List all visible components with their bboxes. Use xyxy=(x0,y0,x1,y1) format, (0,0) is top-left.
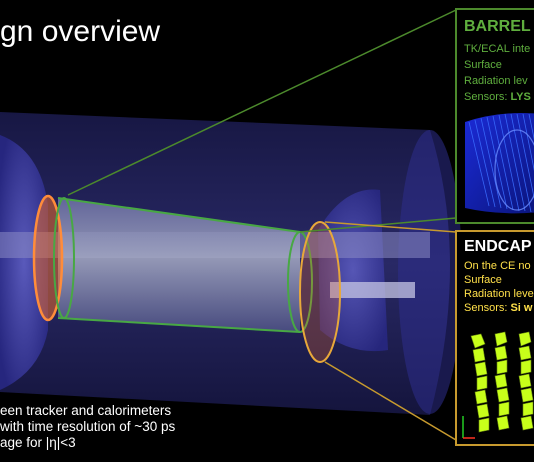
right-endcap-disc xyxy=(300,222,340,362)
endcap-heading: ENDCAP xyxy=(464,238,532,255)
beam-pipe-right xyxy=(330,282,415,298)
barrel-sensors: Sensors: LYS xyxy=(464,91,531,104)
barrel-line-1: TK/ECAL inte xyxy=(464,43,531,55)
endcap-sensors-value: Si w xyxy=(510,302,533,314)
barrel-cylinder xyxy=(58,198,300,332)
endcap-callout-bottom xyxy=(324,361,457,441)
barrel-panel: BARREL TK/ECAL inte Surface Radiation le… xyxy=(455,8,534,224)
endcap-line-2: Surface xyxy=(464,274,502,286)
endcap-panel: ENDCAP On the CE no Surface Radiation le… xyxy=(455,230,534,446)
barrel-sensors-value: LYS xyxy=(510,91,531,103)
barrel-line-2: Surface xyxy=(464,59,502,71)
right-endcap-rim xyxy=(299,221,341,363)
bullet-2: with time resolution of ~30 ps xyxy=(0,419,176,434)
barrel-outline-bottom xyxy=(57,317,301,333)
slide-title: gn overview xyxy=(0,15,161,48)
barrel-outline-top xyxy=(57,197,301,233)
bullet-list: een tracker and calorimeters with time r… xyxy=(0,403,175,451)
barrel-sensors-label: Sensors: xyxy=(464,91,511,103)
barrel-callout-bottom xyxy=(299,217,457,233)
left-endcap-rim xyxy=(32,194,64,322)
endcap-sensors-label: Sensors: xyxy=(464,302,511,314)
endcap-sensors: Sensors: Si w xyxy=(464,302,532,315)
endcap-line-3: Radiation leve xyxy=(464,288,534,300)
right-flange xyxy=(318,189,388,352)
barrel-module-image xyxy=(461,108,534,220)
barrel-callout-top xyxy=(67,9,457,196)
endcap-line-1: On the CE no xyxy=(464,260,531,272)
left-flange xyxy=(0,135,48,390)
bullet-3: age for |η|<3 xyxy=(0,435,76,450)
endcap-module-image xyxy=(461,328,534,440)
barrel-heading: BARREL xyxy=(464,18,531,35)
barrel-line-3: Radiation lev xyxy=(464,75,528,87)
bullet-1: een tracker and calorimeters xyxy=(0,403,172,418)
outer-cylinder-end xyxy=(398,130,462,414)
endcap-callout-top xyxy=(324,221,457,233)
left-barrel-ring xyxy=(53,197,75,319)
